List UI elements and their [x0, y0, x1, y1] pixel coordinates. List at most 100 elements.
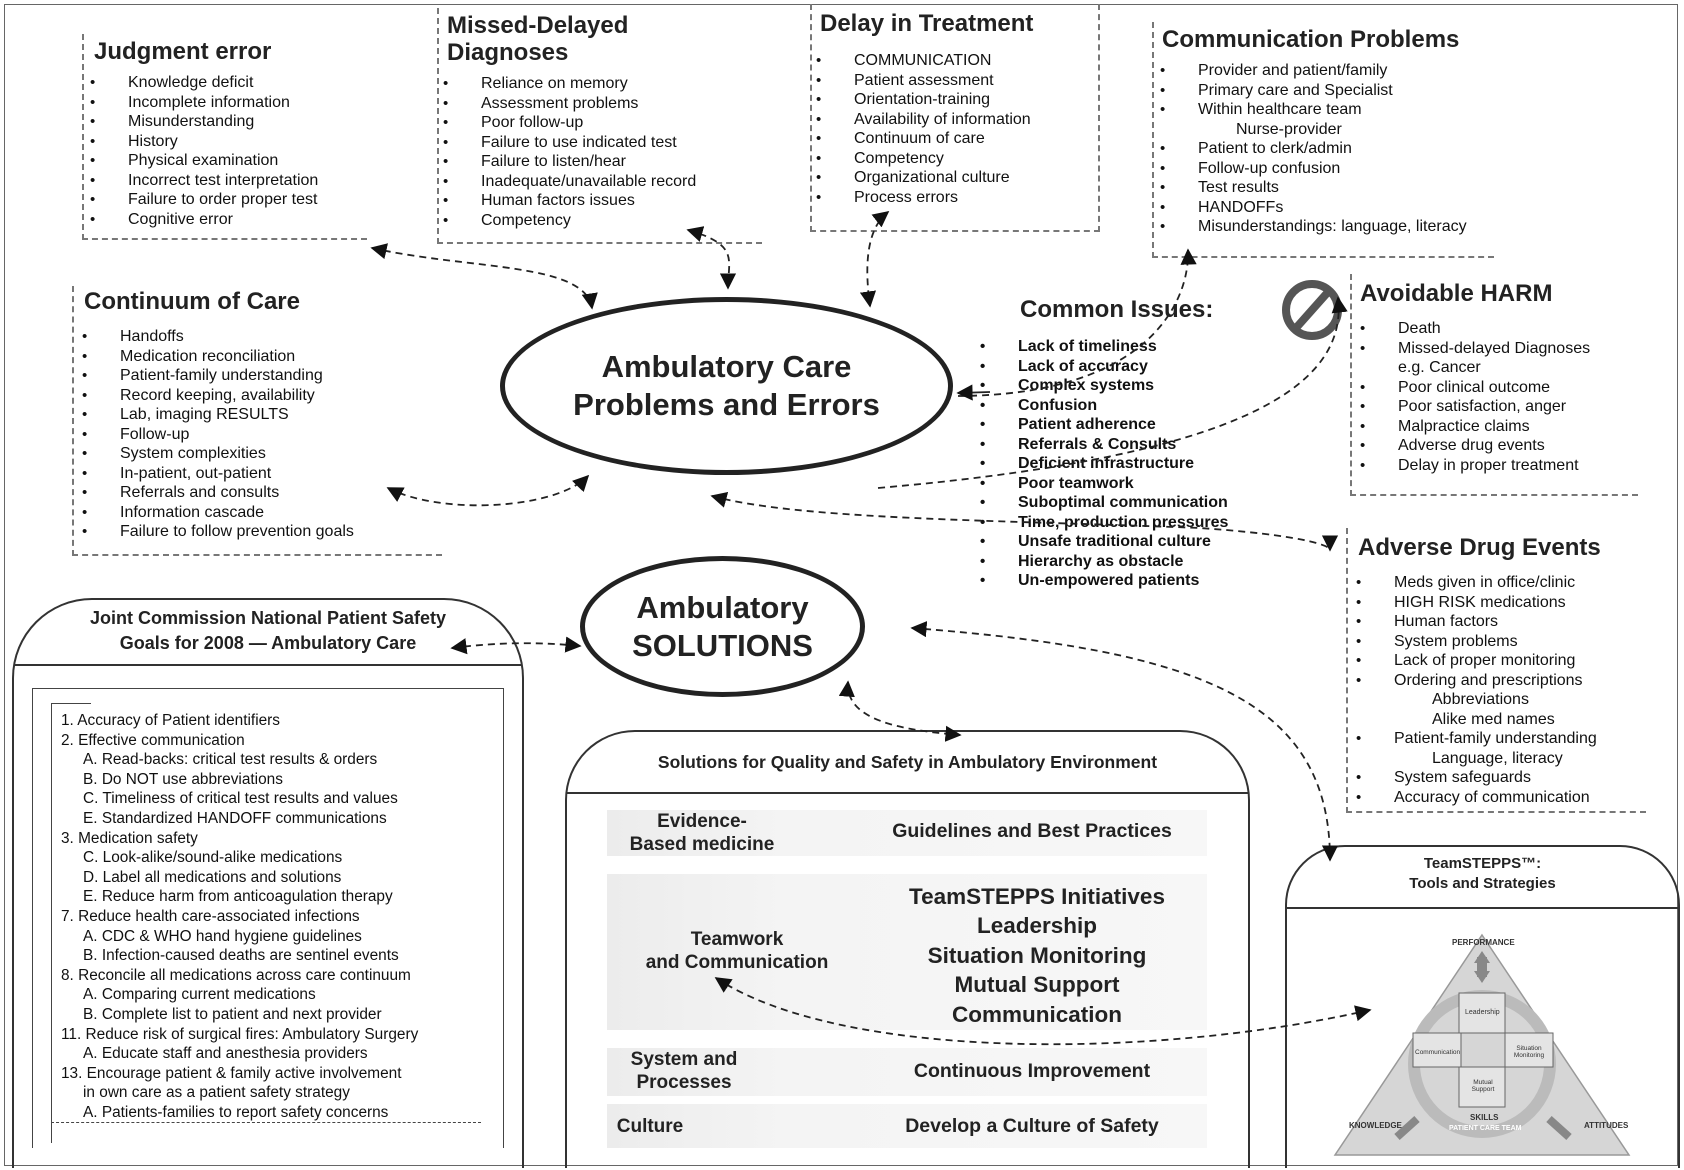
quality-safety-panel: Solutions for Quality and Safety in Ambu… — [565, 730, 1250, 1168]
list-item: Cognitive error — [80, 210, 367, 230]
list-item: Malpractice claims — [1350, 417, 1638, 437]
list-item: Primary care and Specialist — [1150, 81, 1494, 101]
list-item: Knowledge deficit — [80, 73, 367, 93]
list-item: Patient assessment — [806, 71, 1098, 91]
list-item: Handoffs — [72, 327, 442, 347]
judgment-error-box: Judgment error Knowledge deficitIncomple… — [82, 34, 367, 240]
goal-line: E. Standardized HANDOFF communications — [83, 809, 387, 827]
arrow-problems-adverse — [710, 492, 1339, 552]
arrow-delay — [859, 211, 890, 308]
list-item: Poor follow-up — [433, 113, 762, 133]
avoidable-harm-title: Avoidable HARM — [1360, 280, 1553, 307]
skills-label: SKILLS — [1470, 1113, 1499, 1122]
communication-problems-title: Communication Problems — [1162, 26, 1460, 53]
teamstepps-title-1: TeamSTEPPS™: — [1423, 855, 1542, 872]
arrow-solutions-teamstepps — [910, 621, 1339, 862]
list-item: Poor teamwork — [970, 474, 1272, 494]
missed-delayed-title-1: Missed-Delayed — [447, 12, 629, 39]
list-item: Reliance on memory — [433, 74, 762, 94]
list-item: Availability of information — [806, 110, 1098, 130]
goal-line: C. Look-alike/sound-alike medications — [83, 849, 343, 867]
arrow-judgment — [370, 243, 598, 310]
list-item: Human factors — [1346, 612, 1646, 632]
goal-line: E. Reduce harm from anticoagulation ther… — [83, 888, 393, 906]
list-item: Patient adherence — [970, 415, 1272, 435]
list-item: Death — [1350, 319, 1638, 339]
list-item: Failure to follow prevention goals — [72, 522, 442, 542]
list-item: Missed-delayed Diagnoses — [1350, 339, 1638, 359]
list-item: Failure to listen/hear — [433, 152, 762, 172]
list-item: HIGH RISK medications — [1346, 593, 1646, 613]
arrow-missed — [686, 226, 737, 290]
common-issues-title: Common Issues: — [1020, 296, 1214, 323]
arrow-common-harm — [877, 296, 1348, 489]
communication-problems-box: Communication Problems Provider and pati… — [1152, 22, 1494, 258]
joint-commission-bottom-rule — [51, 1122, 481, 1123]
list-item: Language, literacy — [1432, 749, 1563, 767]
ambulatory-solutions-line2: SOLUTIONS — [632, 627, 813, 663]
list-item: Adverse drug events — [1350, 436, 1638, 456]
teamwork-value-line: TeamSTEPPS Initiatives — [909, 884, 1165, 909]
system-label-2: Processes — [636, 1072, 732, 1093]
delay-treatment-box: Delay in Treatment COMMUNICATIONPatient … — [810, 4, 1100, 232]
goal-line: B. Infection-caused deaths are sentinel … — [83, 947, 399, 965]
communication-problems-list: Provider and patient/familyPrimary care … — [1150, 61, 1494, 237]
list-item: Medication reconciliation — [72, 347, 442, 367]
teamwork-value-line: Leadership — [976, 913, 1098, 939]
list-item: Poor clinical outcome — [1350, 378, 1638, 398]
list-item: Abbreviations — [1432, 691, 1529, 708]
list-item: Continuum of care — [806, 129, 1098, 149]
band-system — [607, 1048, 1207, 1096]
teamwork-value-line: Situation Monitoring — [927, 942, 1147, 968]
evidence-label: Evidence-Based medicine — [607, 810, 797, 856]
teamwork-label-1: Teamwork — [690, 929, 784, 950]
list-item: Hierarchy as obstacle — [970, 552, 1272, 572]
leadership-label: Leadership — [1465, 1009, 1500, 1016]
list-item: Accuracy of communication — [1346, 788, 1646, 808]
goal-line: A. Patients-families to report safety co… — [83, 1103, 389, 1121]
list-item: Patient-family understanding — [1346, 729, 1646, 749]
list-item: Lab, imaging RESULTS — [72, 405, 442, 425]
goal-line: 2. Effective communication — [61, 731, 245, 749]
arrow-common-problems — [956, 384, 991, 401]
teamstepps-title-2: Tools and Strategies — [1409, 875, 1556, 892]
ambulatory-problems-line2: Problems and Errors — [573, 387, 880, 422]
list-item: Ordering and prescriptions — [1346, 671, 1646, 691]
arrow-teamwork-teamstepps — [714, 977, 1372, 1046]
judgment-error-title: Judgment error — [94, 38, 272, 65]
quality-safety-divider — [567, 792, 1248, 794]
evidence-label-2: Based medicine — [629, 834, 775, 855]
judgment-error-list: Knowledge deficitIncomplete informationM… — [80, 73, 367, 229]
performance-label: PERFORMANCE — [1452, 938, 1515, 947]
list-item: Process errors — [806, 188, 1098, 208]
joint-commission-panel: Joint Commission National Patient Safety… — [12, 598, 524, 1168]
list-item: System problems — [1346, 632, 1646, 652]
joint-commission-top-rule — [51, 703, 91, 704]
list-item: Competency — [806, 149, 1098, 169]
ambulatory-problems-line1: Ambulatory Care — [601, 349, 852, 384]
goal-line: 3. Medication safety — [61, 829, 198, 847]
goal-line: 13. Encourage patient & family active in… — [61, 1064, 402, 1082]
communication-diagram-label: Communication — [1415, 1049, 1461, 1056]
list-item: Confusion — [970, 396, 1272, 416]
culture-label: Culture — [616, 1116, 684, 1137]
list-item: Orientation-training — [806, 90, 1098, 110]
knowledge-label: KNOWLEDGE — [1349, 1121, 1402, 1130]
continuum-care-box: Continuum of Care HandoffsMedication rec… — [72, 286, 442, 556]
goal-line: A. Comparing current medications — [83, 986, 316, 1004]
list-item: History — [80, 132, 367, 152]
list-item: Information cascade — [72, 503, 442, 523]
list-item: Nurse-provider — [1236, 120, 1342, 138]
goal-line: A. Read-backs: critical test results & o… — [83, 751, 378, 769]
situation-monitoring-label: Situation Monitoring — [1513, 1045, 1545, 1059]
list-item: Test results — [1150, 178, 1494, 198]
missed-delayed-box: Missed-Delayed Diagnoses Reliance on mem… — [437, 8, 762, 244]
goal-line: 7. Reduce health care-associated infecti… — [61, 907, 360, 925]
list-item: Misunderstandings: language, literacy — [1150, 217, 1494, 237]
avoidable-harm-box: Avoidable HARM DeathMissed-delayed Diagn… — [1350, 274, 1638, 496]
